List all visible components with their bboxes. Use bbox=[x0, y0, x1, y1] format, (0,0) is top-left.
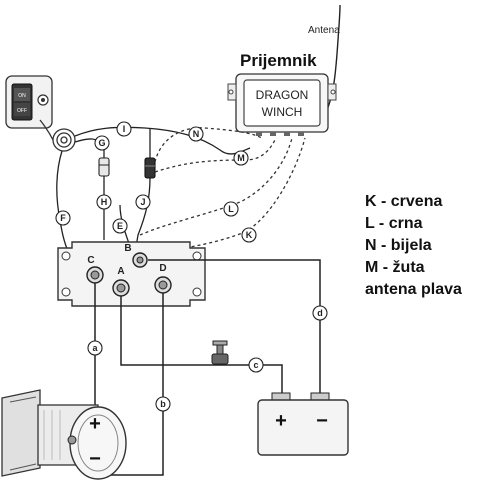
motor-plus-label: + bbox=[89, 413, 101, 435]
receiver-brand-line2: WINCH bbox=[262, 105, 303, 119]
svg-text:F: F bbox=[60, 213, 66, 223]
antenna-label: Antena bbox=[308, 25, 340, 36]
battery-disconnect-switch bbox=[211, 340, 229, 365]
svg-text:N: N bbox=[193, 129, 200, 139]
motor-minus-label: − bbox=[89, 448, 101, 470]
svg-text:H: H bbox=[101, 197, 108, 207]
label-circle-F: F bbox=[55, 210, 71, 226]
label-circle-a: a bbox=[87, 340, 103, 356]
battery-minus-label: − bbox=[316, 410, 328, 432]
terminal-B bbox=[132, 252, 148, 268]
terminal-C-label: C bbox=[87, 255, 94, 266]
legend-item-antenna: antena plava bbox=[365, 281, 462, 298]
switch-coil-connector bbox=[39, 119, 76, 152]
legend-item-L: L - crna bbox=[365, 215, 423, 232]
svg-text:G: G bbox=[98, 138, 105, 148]
wire-K bbox=[149, 137, 306, 254]
label-circle-d: d bbox=[312, 305, 328, 321]
terminal-D bbox=[154, 276, 172, 294]
battery-plus-label: + bbox=[275, 410, 287, 432]
svg-text:K: K bbox=[246, 230, 253, 240]
label-circle-J: J bbox=[135, 194, 151, 210]
receiver-box bbox=[227, 73, 337, 136]
svg-text:E: E bbox=[117, 221, 123, 231]
svg-text:c: c bbox=[253, 360, 258, 370]
terminal-C bbox=[86, 266, 104, 284]
battery bbox=[257, 392, 349, 456]
wire-d bbox=[148, 259, 321, 395]
svg-text:I: I bbox=[123, 124, 126, 134]
label-circle-H: H bbox=[96, 194, 112, 210]
label-circle-I: I bbox=[116, 121, 132, 137]
fuse-holder-J bbox=[144, 157, 156, 179]
fuse-holder-G bbox=[98, 157, 110, 177]
label-circle-M: M bbox=[233, 150, 249, 166]
wire-N bbox=[154, 127, 263, 163]
svg-text:a: a bbox=[92, 343, 98, 353]
switch-on-label: ON bbox=[18, 93, 26, 99]
terminal-B-label: B bbox=[124, 243, 131, 254]
legend-item-K: K - crvena bbox=[365, 193, 443, 210]
terminal-A bbox=[112, 279, 130, 297]
winch-motor bbox=[1, 389, 127, 480]
wire-L bbox=[139, 137, 293, 236]
label-circle-G: G bbox=[94, 135, 110, 151]
svg-text:b: b bbox=[160, 399, 166, 409]
label-circle-N: N bbox=[188, 126, 204, 142]
receiver-brand-line1: DRAGON bbox=[256, 88, 309, 102]
svg-text:M: M bbox=[237, 153, 245, 163]
label-circle-c: c bbox=[248, 357, 264, 373]
legend-item-M: M - žuta bbox=[365, 259, 425, 276]
rocker-switch bbox=[5, 75, 53, 129]
legend-item-N: N - bijela bbox=[365, 237, 432, 254]
wire-c bbox=[120, 296, 283, 395]
wire-b bbox=[100, 293, 164, 476]
wire-I bbox=[74, 126, 251, 155]
wire-color-legend: K - crvena L - crna N - bijela M - žuta … bbox=[365, 191, 495, 301]
wire-M bbox=[154, 137, 277, 173]
label-circle-b: b bbox=[155, 396, 171, 412]
svg-text:L: L bbox=[228, 204, 234, 214]
terminal-A-label: A bbox=[117, 266, 124, 277]
label-circle-E: E bbox=[112, 218, 128, 234]
svg-text:d: d bbox=[317, 308, 323, 318]
receiver-title: Prijemnik bbox=[240, 51, 317, 70]
label-circle-K: K bbox=[241, 227, 257, 243]
wire-J bbox=[134, 177, 151, 254]
terminal-D-label: D bbox=[159, 263, 166, 274]
label-circle-L: L bbox=[223, 201, 239, 217]
switch-off-label: OFF bbox=[17, 108, 27, 114]
svg-text:J: J bbox=[140, 197, 145, 207]
